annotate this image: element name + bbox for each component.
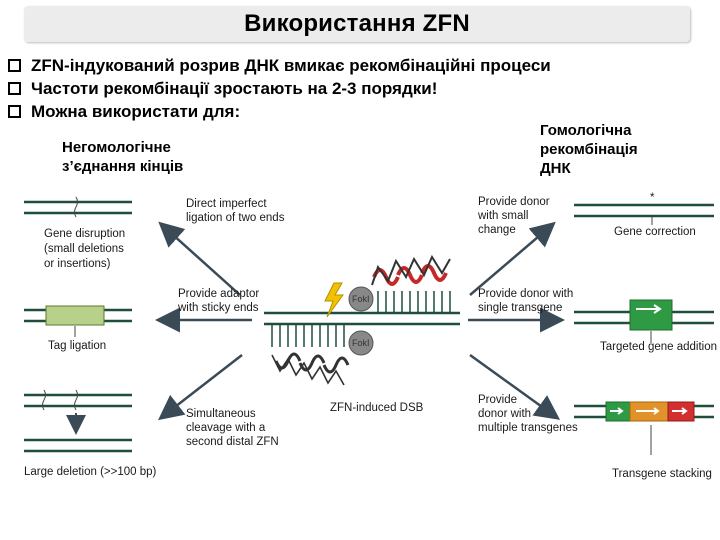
right-arrow-bottom: Provide donor with multiple transgenes (469, 353, 578, 434)
slide-title: Використання ZFN (244, 10, 470, 37)
gene-disruption-label: or insertions) (44, 258, 111, 270)
arrow-label: change (478, 224, 516, 236)
right-arrow-middle: Provide donor with single transgene (468, 288, 573, 333)
arrow-label: multiple transgenes (478, 422, 578, 434)
transgene-stacking-label: Transgene stacking (612, 468, 712, 480)
nhej-label-line: з’єднання кінців (62, 158, 184, 175)
gene-disruption-label: Gene disruption (44, 228, 125, 240)
bullet-item: Можна використати для: (8, 100, 708, 123)
arrow-label: single transgene (478, 302, 562, 314)
zinc-finger-array-bottom (271, 352, 350, 386)
bullet-text: Частоти рекомбінації зростають на 2-3 по… (31, 78, 438, 98)
gene-correction-outcome: * Gene correction (574, 192, 714, 238)
gene-disruption-label: (small deletions (44, 243, 124, 255)
base-pairs-top (377, 291, 451, 313)
gene-disruption-outcome: Gene disruption (small deletions or inse… (24, 196, 132, 270)
bullet-text: ZFN-індукований розрив ДНК вмикає рекомб… (31, 55, 551, 75)
mutation-asterisk: * (650, 192, 655, 204)
arrow-label: Provide adaptor (178, 288, 259, 300)
zfn-dsb-center: FokI FokI ZFN-induced DSB (264, 254, 460, 414)
arrow-label: second distal ZFN (186, 436, 279, 448)
tag-insert-icon (45, 305, 105, 326)
foki-domain-icon (348, 286, 374, 312)
arrow-label: with small (477, 210, 528, 222)
hr-label-line: ДНК (540, 160, 571, 177)
left-arrow-middle: Provide adaptor with sticky ends (155, 288, 259, 333)
transgene-icon (629, 299, 673, 331)
foki-domain-icon (348, 330, 374, 356)
large-deletion-outcome: Large deletion (>>100 bp) (24, 389, 157, 478)
arrow-label: donor with (478, 408, 531, 420)
large-deletion-label: Large deletion (>>100 bp) (24, 466, 157, 478)
targeted-addition-outcome: Targeted gene addition (574, 299, 717, 353)
left-arrow-bottom: Simultaneous cleavage with a second dist… (158, 354, 279, 448)
arrow-label: ligation of two ends (186, 212, 285, 224)
nhej-label-line: Негомологічне (62, 139, 171, 156)
arrow-label: with sticky ends (177, 302, 259, 314)
left-arrow-top: Direct imperfect ligation of two ends (158, 198, 285, 296)
arrow-label: Provide (478, 394, 517, 406)
arrow-label: Provide donor (478, 196, 550, 208)
lightning-cleavage-icon (324, 282, 344, 318)
targeted-addition-label: Targeted gene addition (600, 341, 717, 353)
right-arrow-top: Provide donor with small change (469, 196, 556, 296)
zinc-finger-array-top (371, 254, 451, 286)
checkbox-bullet-icon (8, 105, 21, 118)
transgene-stacking-outcome: Transgene stacking (574, 401, 714, 480)
arrow-label: Simultaneous (186, 408, 256, 420)
foki-label: FokI (352, 294, 370, 304)
tag-ligation-label: Tag ligation (48, 340, 106, 352)
slide-title-bar: Використання ZFN (24, 6, 690, 42)
zfn-diagram: Gene disruption (small deletions or inse… (24, 192, 717, 480)
hr-label: Гомологічна рекомбінація ДНК (540, 121, 638, 178)
arrow-label: cleavage with a (186, 422, 266, 434)
checkbox-bullet-icon (8, 82, 21, 95)
foki-label: FokI (352, 338, 370, 348)
base-pairs-bottom (271, 324, 345, 347)
bullet-item: ZFN-індукований розрив ДНК вмикає рекомб… (8, 54, 708, 77)
checkbox-bullet-icon (8, 59, 21, 72)
hr-label-line: Гомологічна (540, 122, 632, 139)
nhej-label: Негомологічне з’єднання кінців (62, 138, 183, 176)
bullet-text: Можна використати для: (31, 101, 241, 121)
arrow-label: Direct imperfect (186, 198, 267, 210)
hr-label-line: рекомбінація (540, 141, 638, 158)
gene-correction-label: Gene correction (614, 226, 696, 238)
arrow-label: Provide donor with (478, 288, 573, 300)
tag-ligation-outcome: Tag ligation (24, 305, 132, 352)
bullet-item: Частоти рекомбінації зростають на 2-3 по… (8, 77, 708, 100)
dsb-label: ZFN-induced DSB (330, 402, 424, 414)
bullet-list: ZFN-індукований розрив ДНК вмикає рекомб… (8, 54, 708, 123)
